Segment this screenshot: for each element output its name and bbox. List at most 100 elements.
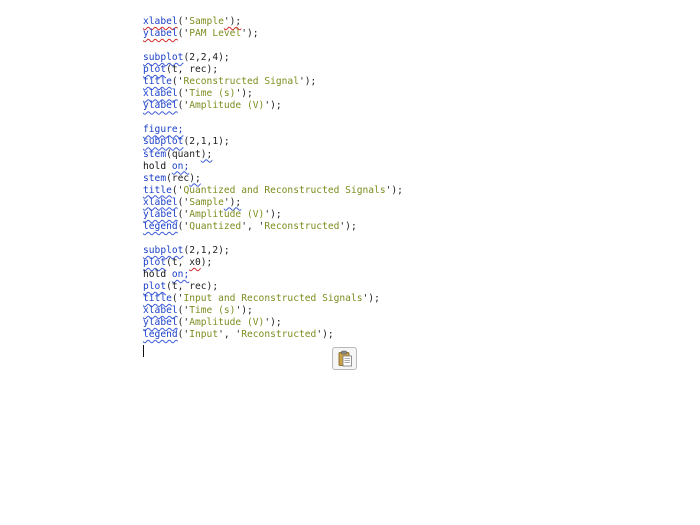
code-token: ylabel [143,100,178,112]
code-token: '); [223,16,242,27]
code-line[interactable]: legend('Quantized', 'Reconstructed'); [143,221,583,233]
code-line[interactable]: xlabel('Sample'); [143,16,583,28]
code-token: xlabel [143,305,178,317]
code-token: ylabel [143,317,178,329]
code-token: '); [362,293,380,305]
code-line[interactable]: subplot(2,2,4); [143,52,583,64]
code-token: Input [189,329,219,341]
code-editor[interactable]: xlabel('Sample');ylabel('PAM Level');sub… [143,16,583,341]
code-token: title [143,293,172,305]
code-token: legend [143,220,178,232]
code-token: (t, rec); [166,64,219,76]
code-line[interactable]: plot(t, rec); [143,281,583,293]
code-line[interactable]: subplot(2,1,2); [143,245,583,257]
code-token: PAM Level [189,28,242,40]
code-token: (t, rec); [166,281,219,293]
code-token: xlabel [143,88,178,100]
code-token: '); [339,220,357,232]
code-token: plot [143,256,167,268]
code-token: Amplitude (V) [189,208,265,220]
code-line[interactable]: xlabel('Time (s)'); [143,88,583,100]
code-line[interactable]: legend('Input', 'Reconstructed'); [143,329,583,341]
code-token: Sample [189,16,224,27]
code-line[interactable]: title('Reconstructed Signal'); [143,76,583,88]
code-token: ); [200,148,213,160]
paste-options-button[interactable] [332,347,357,370]
code-token: (' [177,208,190,220]
code-line[interactable]: ylabel('Amplitude (V)'); [143,317,583,329]
code-token: ', ' [218,329,242,341]
code-line[interactable]: hold on; [143,269,583,281]
code-token: '); [316,329,334,341]
code-token: legend [143,329,178,341]
code-line[interactable]: stem(rec); [143,173,583,185]
code-line[interactable]: ylabel('PAM Level'); [143,28,583,40]
code-token: '); [241,28,259,40]
code-token: (' [171,293,184,305]
code-token: Amplitude (V) [189,100,265,112]
code-line[interactable]: ylabel('Amplitude (V)'); [143,209,583,221]
code-token: Reconstructed [241,329,317,341]
code-token: (2,1,2); [183,244,230,256]
code-token: on; [171,160,190,172]
code-token: hold [143,268,172,280]
code-token: plot [143,64,167,76]
code-token: subplot [143,244,184,256]
code-token: (2,1,1); [183,136,230,148]
code-token: Reconstructed [264,220,340,232]
code-token: Time (s) [189,88,236,100]
code-token: (' [177,329,190,341]
code-line[interactable]: title('Input and Reconstructed Signals')… [143,293,583,305]
code-token: '); [223,196,242,208]
code-token: (' [177,220,190,232]
code-token: plot [143,281,167,293]
code-token: '); [264,317,282,329]
code-token: stem [143,148,167,160]
code-token: subplot [143,136,184,148]
code-token: '); [235,88,253,100]
code-token: (' [171,76,184,88]
code-token: (rec [166,172,190,184]
code-token: (' [177,317,190,329]
code-token: xlabel [143,196,178,208]
code-token: (' [177,100,190,112]
code-line[interactable]: hold on; [143,161,583,173]
code-token: (' [177,88,190,100]
code-token: Input and Reconstructed Signals [183,293,363,305]
code-token: figure; [143,124,184,136]
code-token: '); [385,184,403,196]
code-token: ', ' [241,220,265,232]
text-caret [143,345,144,357]
code-line[interactable]: plot(t, rec); [143,64,583,76]
code-line[interactable]: plot(t, x0); [143,257,583,269]
code-token: xlabel [143,16,178,27]
code-line[interactable]: xlabel('Sample'); [143,197,583,209]
code-token: (' [177,28,190,40]
code-token: (' [177,305,190,317]
code-line[interactable]: stem(quant); [143,149,583,161]
code-token: Quantized and Reconstructed Signals [183,184,386,196]
code-token: (t, [166,256,190,268]
code-token: Quantized [189,220,242,232]
code-token: (' [177,16,190,27]
code-token: stem [143,172,167,184]
code-line[interactable]: figure; [143,124,583,136]
code-line[interactable]: xlabel('Time (s)'); [143,305,583,317]
clipboard-icon [338,350,352,367]
code-token: title [143,184,172,196]
code-token: '); [264,208,282,220]
code-token: '); [264,100,282,112]
code-token: ); [200,256,213,268]
code-token: Amplitude (V) [189,317,265,329]
code-token: ylabel [143,208,178,220]
code-token: Sample [189,196,224,208]
code-line[interactable]: subplot(2,1,1); [143,136,583,148]
code-line[interactable]: title('Quantized and Reconstructed Signa… [143,185,583,197]
code-token: hold [143,160,172,172]
code-token: (' [177,196,190,208]
blank-line [143,112,583,124]
code-token: '); [235,305,253,317]
code-token: ); [189,172,201,184]
code-token: (2,2,4); [183,52,230,64]
code-line[interactable]: ylabel('Amplitude (V)'); [143,100,583,112]
